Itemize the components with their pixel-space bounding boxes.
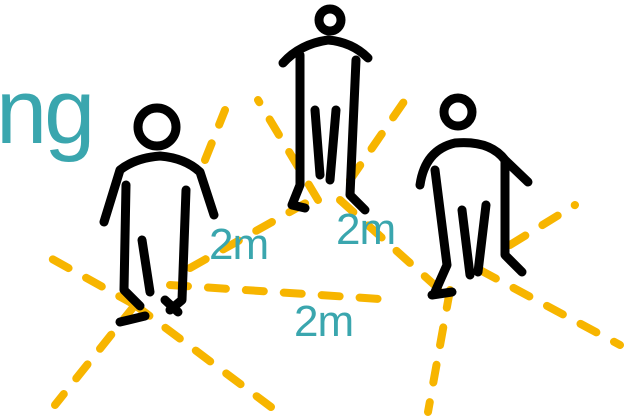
person-head: [444, 98, 472, 126]
ray: [205, 110, 225, 160]
ray: [258, 100, 318, 200]
ray: [510, 205, 575, 245]
ray: [135, 305, 275, 410]
ray: [428, 290, 450, 412]
distance-label-left: 2m: [209, 223, 268, 267]
ray: [170, 285, 395, 300]
person-body: [283, 40, 368, 210]
person-figure-icon: [104, 108, 214, 322]
person-body: [420, 143, 528, 295]
ray: [480, 270, 620, 345]
distance-label-middle: 2m: [336, 208, 395, 252]
distance-label-bottom: 2m: [294, 300, 353, 344]
heading-fragment: ng: [0, 66, 92, 158]
person-head: [319, 9, 341, 31]
person-head: [138, 108, 176, 146]
ray: [350, 90, 412, 180]
person-figure-icon: [420, 98, 528, 295]
person-figure-icon: [283, 9, 368, 210]
